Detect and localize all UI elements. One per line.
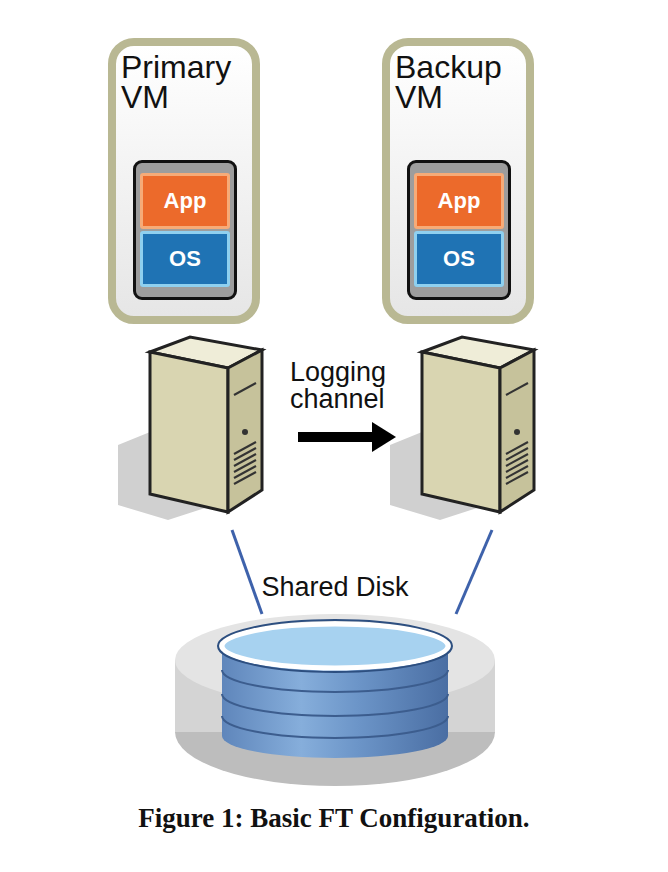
platter-line — [222, 694, 448, 716]
cylinder-rim — [218, 620, 452, 672]
server-front — [500, 350, 534, 512]
drive-slot — [506, 383, 528, 395]
vent-slot — [506, 472, 528, 484]
vm-title: Primary VM — [116, 46, 251, 113]
server-side — [150, 352, 228, 512]
logging-arrow — [298, 422, 396, 452]
figure-caption: Figure 1: Basic FT Configuration. — [0, 803, 668, 834]
power-button — [242, 429, 248, 435]
vent-slot — [234, 448, 256, 460]
vent-slot — [506, 454, 528, 466]
vent-slot — [506, 448, 528, 460]
app-box: App — [414, 173, 504, 229]
disk-wire — [232, 530, 262, 614]
disk-label: Shared Disk — [174, 572, 496, 603]
power-button — [514, 429, 520, 435]
vent-slot — [234, 472, 256, 484]
shared-disk: Shared Disk — [174, 572, 496, 790]
platter-line — [222, 716, 448, 738]
server-towers — [118, 337, 534, 520]
disk-drawing — [174, 608, 496, 790]
drive-slot — [234, 383, 256, 395]
server-tower — [390, 337, 534, 520]
vent-slot — [506, 442, 528, 454]
vent-slot — [506, 466, 528, 478]
vent-slot — [234, 460, 256, 472]
platter-line — [222, 670, 448, 692]
disk-wire — [456, 530, 492, 614]
vent-slot — [234, 442, 256, 454]
app-box: App — [140, 173, 230, 229]
channel-label: Logging channel — [290, 359, 410, 413]
layer-label: App — [438, 188, 481, 214]
server-tower — [118, 337, 262, 520]
server-front — [228, 350, 262, 512]
server-side — [422, 352, 500, 512]
vm-title: Backup VM — [390, 46, 525, 113]
os-box: OS — [140, 231, 230, 287]
vm-box: Backup VM AppOS — [382, 38, 534, 324]
cylinder-top — [222, 624, 448, 668]
os-box: OS — [414, 231, 504, 287]
layer-label: OS — [443, 246, 475, 272]
vent-slot — [234, 466, 256, 478]
vm-box: Primary VM AppOS — [108, 38, 260, 324]
layer-label: OS — [169, 246, 201, 272]
vent-slot — [506, 460, 528, 472]
layer-label: App — [164, 188, 207, 214]
vent-slot — [234, 454, 256, 466]
